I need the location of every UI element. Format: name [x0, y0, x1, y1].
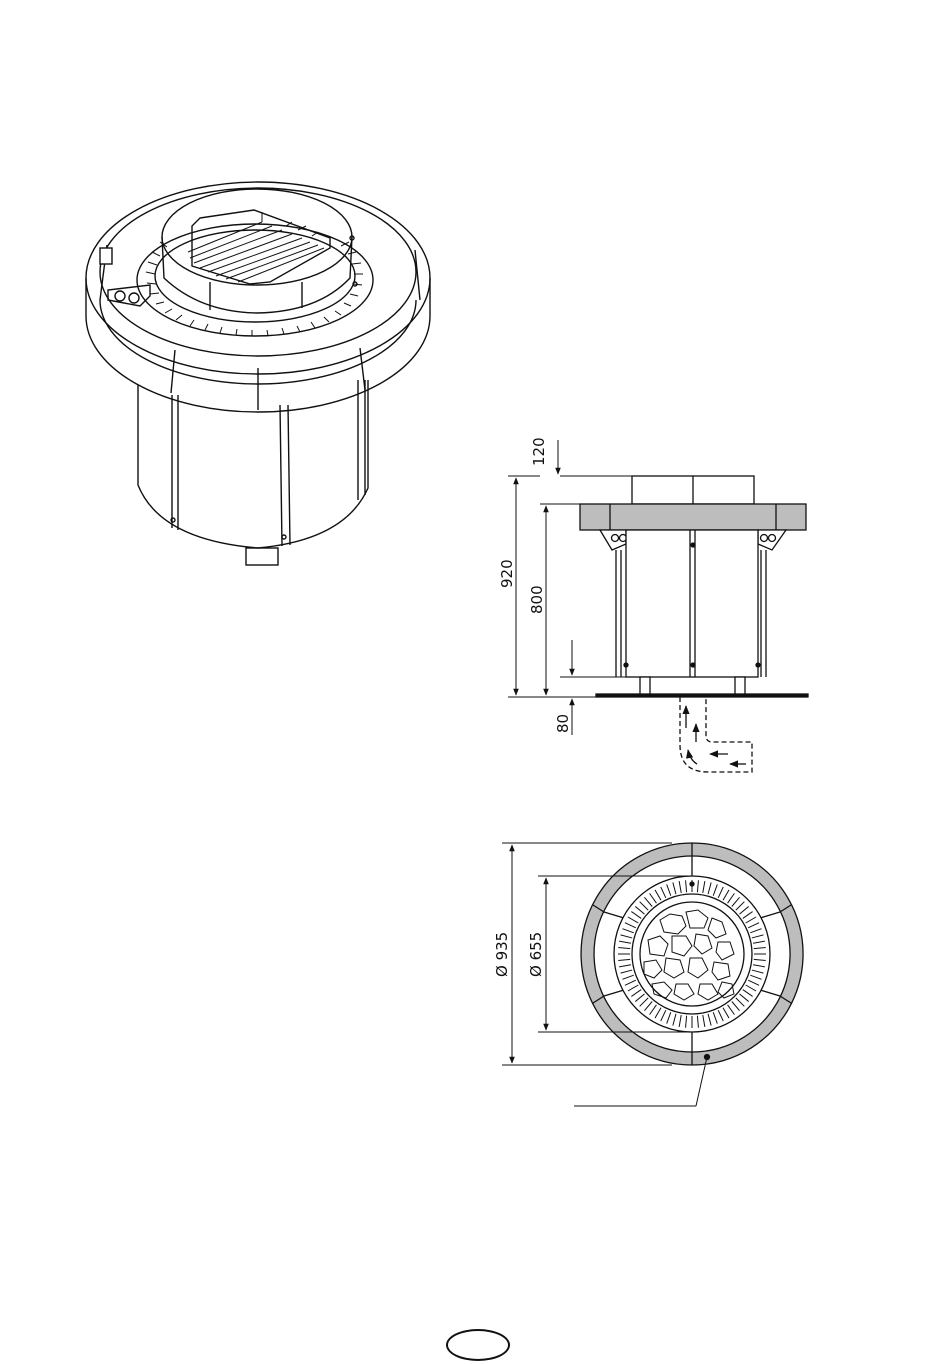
dim-inner-diameter: Ø 655	[527, 932, 545, 977]
dim-body-height: 800	[528, 585, 546, 614]
dim-floor-gap: 80	[554, 714, 572, 733]
side-view	[508, 440, 808, 772]
page-number-badge	[446, 1329, 510, 1361]
dim-total-height: 920	[498, 559, 516, 588]
perspective-view	[86, 182, 430, 565]
top-view	[502, 843, 803, 1106]
dim-outer-diameter: Ø 935	[493, 932, 511, 977]
dim-top-gap: 120	[530, 437, 548, 466]
